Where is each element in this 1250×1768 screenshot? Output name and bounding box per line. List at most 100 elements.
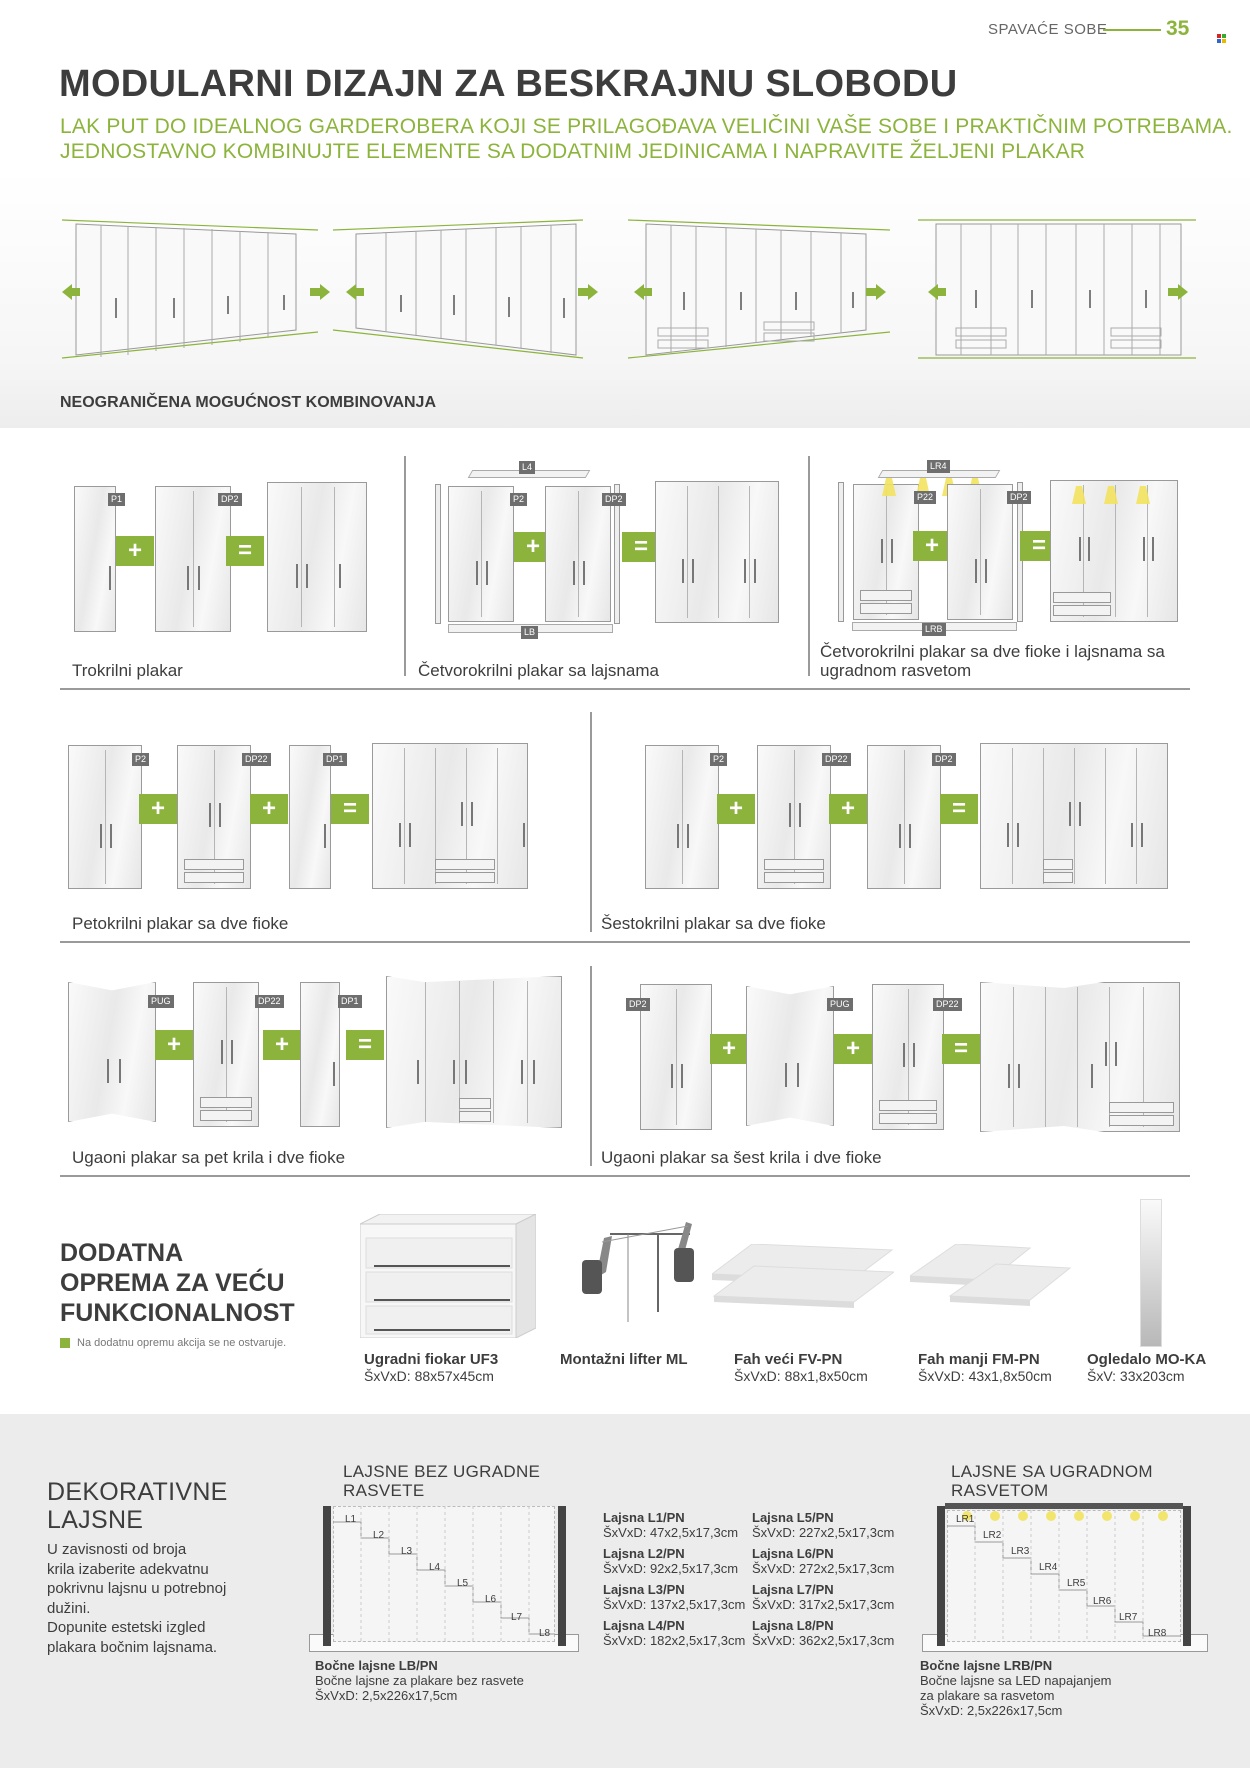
cornice-label: LR3 xyxy=(1011,1546,1030,1557)
star-icon xyxy=(60,1338,70,1348)
module-tag: DP2 xyxy=(626,998,650,1011)
section-label-combinations: NEOGRANIČENA MOGUĆNOST KOMBINOVANJA xyxy=(60,394,437,411)
wardrobe-result xyxy=(655,481,779,623)
drawer-unit-image xyxy=(360,1214,536,1338)
plus-sign: + xyxy=(834,1034,872,1064)
module-tag: DP2 xyxy=(218,493,242,506)
combo-caption: Ugaoni plakar sa šest krila i dve fioke xyxy=(601,1148,882,1167)
cornice-label: L1 xyxy=(345,1514,357,1525)
module-tag: P22 xyxy=(914,491,937,504)
divider xyxy=(590,712,592,932)
cornice-label: LR1 xyxy=(956,1514,975,1525)
side-panel xyxy=(435,484,441,624)
room-diagrams xyxy=(61,219,1196,359)
wardrobe-module-dp2 xyxy=(545,486,611,622)
wardrobe-module-p2 xyxy=(68,745,142,889)
plus-sign: + xyxy=(913,531,951,561)
subtitle-line-2: JEDNOSTAVNO KOMBINUJTE ELEMENTE SA DODAT… xyxy=(60,140,1086,163)
module-tag: DP1 xyxy=(323,753,347,766)
wardrobe-result xyxy=(980,743,1168,889)
wardrobe-lifter-image xyxy=(582,1222,694,1322)
combo-caption: Četvorokrilni plakar sa dve fioke i lajs… xyxy=(820,642,1165,680)
wardrobe-module-dp1 xyxy=(289,745,331,889)
mirror-image xyxy=(1140,1199,1162,1347)
led-lights xyxy=(1072,486,1150,504)
corner-wardrobe-result xyxy=(980,982,1180,1132)
equals-sign: = xyxy=(940,794,978,824)
cornice-label: L5 xyxy=(457,1578,469,1589)
plus-sign: + xyxy=(717,794,755,824)
cornice-label: LR8 xyxy=(1148,1628,1167,1639)
module-tag: DP22 xyxy=(822,753,851,766)
cornice-label: L7 xyxy=(511,1612,523,1623)
module-tag: LRB xyxy=(922,623,946,636)
shelf-small-image xyxy=(910,1244,1072,1306)
top-cornice xyxy=(945,1503,1183,1509)
combo-caption: Šestokrilni plakar sa dve fioke xyxy=(601,914,826,933)
wardrobe-result xyxy=(372,743,528,889)
plus-sign: + xyxy=(116,536,154,566)
cornice-label: L4 xyxy=(429,1562,441,1573)
combo-caption: Ugaoni plakar sa pet krila i dve fioke xyxy=(72,1148,346,1167)
cornice-label: LR2 xyxy=(983,1530,1002,1541)
module-tag: PUG xyxy=(148,995,174,1008)
cornice-label: L2 xyxy=(373,1530,385,1541)
module-tag: P2 xyxy=(710,753,728,766)
page-number: 35 xyxy=(1166,17,1190,40)
wardrobe-module-dp22 xyxy=(757,745,831,889)
module-tag: L4 xyxy=(519,461,536,474)
module-tag: DP1 xyxy=(338,995,362,1008)
plus-sign: + xyxy=(710,1034,748,1064)
cornice-label: LR7 xyxy=(1119,1612,1138,1623)
cornice-label: L3 xyxy=(401,1546,413,1557)
side-cornice-right xyxy=(1183,1506,1191,1646)
equals-sign: = xyxy=(622,532,660,562)
module-tag: P2 xyxy=(510,493,528,506)
module-tag: DP22 xyxy=(242,753,271,766)
plus-sign: + xyxy=(829,794,867,824)
combo-caption: Petokrilni plakar sa dve fioke xyxy=(72,914,289,933)
combo-caption: Trokrilni plakar xyxy=(72,661,183,680)
side-panel xyxy=(614,484,620,624)
plus-sign: + xyxy=(139,794,177,824)
row-divider xyxy=(60,941,1190,943)
module-tag: PUG xyxy=(827,998,853,1011)
side-cornice-right xyxy=(558,1506,566,1646)
label-band xyxy=(0,360,1250,428)
equals-sign: = xyxy=(346,1030,384,1060)
corner-wardrobe-result xyxy=(386,976,562,1128)
wardrobe-module-p2 xyxy=(645,745,719,889)
promo-note: Na dodatnu opremu akcija se ne ostvaruje… xyxy=(77,1337,287,1349)
cornice-label: L6 xyxy=(485,1594,497,1605)
module-tag: LR4 xyxy=(927,460,950,473)
wardrobe-module-p2 xyxy=(448,486,514,622)
cornice-grid-left xyxy=(333,1506,555,1642)
flag-icon xyxy=(1217,34,1226,43)
wardrobe-module-dp2 xyxy=(155,486,231,632)
wardrobe-module-dp2 xyxy=(867,745,941,889)
wardrobe-module-p1 xyxy=(74,486,116,632)
cornice-label: LR5 xyxy=(1067,1578,1086,1589)
module-tag: LB xyxy=(521,626,539,639)
extra-item: Montažni lifter ML xyxy=(560,1351,688,1368)
module-tag: DP22 xyxy=(933,998,962,1011)
wardrobe-module-dp22 xyxy=(177,745,251,889)
cornice-steps-right xyxy=(947,1510,1181,1642)
shelf-large-image xyxy=(712,1244,894,1308)
equals-sign: = xyxy=(226,536,264,566)
subtitle-line-1: LAK PUT DO IDEALNOG GARDEROBERA KOJI SE … xyxy=(60,115,1233,138)
cornice-label: LR4 xyxy=(1039,1562,1058,1573)
plus-sign: + xyxy=(263,1030,301,1060)
side-panel xyxy=(838,482,844,622)
section-label: SPAVAĆE SOBE xyxy=(988,21,1108,38)
plus-sign: + xyxy=(155,1030,193,1060)
